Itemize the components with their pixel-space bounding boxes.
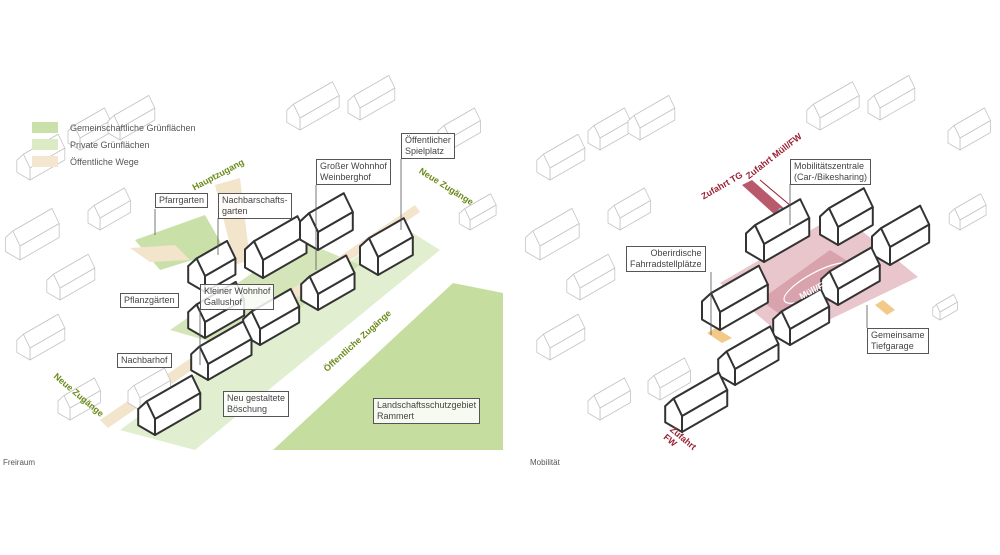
context-building bbox=[46, 253, 96, 301]
context-building bbox=[536, 313, 586, 361]
new-building bbox=[359, 217, 414, 276]
bike-parking bbox=[875, 300, 895, 315]
legend-swatch bbox=[32, 156, 58, 167]
context-building bbox=[566, 253, 616, 301]
new-building bbox=[772, 288, 831, 346]
legend-swatch bbox=[32, 122, 58, 133]
context-building bbox=[67, 107, 111, 151]
caption-mobilitaet: Mobilität bbox=[530, 458, 560, 467]
new-building bbox=[871, 204, 931, 266]
label-pfarrgarten: Pfarrgarten bbox=[155, 193, 209, 208]
context-building bbox=[347, 75, 396, 121]
new-building bbox=[701, 264, 769, 331]
label-nachbarschaftsgarten: Nachbarschafts-garten bbox=[218, 193, 292, 219]
label-nachbarhof: Nachbarhof bbox=[117, 353, 172, 368]
context-building bbox=[647, 357, 691, 401]
context-building bbox=[587, 107, 631, 151]
context-building bbox=[5, 208, 60, 261]
new-building bbox=[244, 215, 308, 279]
context-building bbox=[458, 193, 497, 231]
context-building bbox=[932, 294, 958, 321]
context-building bbox=[87, 187, 131, 231]
new-building bbox=[187, 240, 237, 293]
legend-item: Gemeinschaftliche Grünflächen bbox=[32, 122, 196, 133]
caption-freiraum: Freiraum bbox=[3, 458, 36, 467]
new-building bbox=[299, 192, 354, 251]
new-building bbox=[300, 254, 356, 311]
new-building bbox=[190, 320, 253, 381]
new-building bbox=[745, 198, 811, 263]
legend-item: Öffentliche Wege bbox=[32, 156, 139, 167]
context-building bbox=[806, 81, 860, 131]
context-building bbox=[947, 107, 991, 151]
context-building bbox=[107, 95, 156, 141]
context-building bbox=[627, 95, 676, 141]
bike-parking bbox=[707, 328, 732, 343]
new-building bbox=[664, 371, 729, 433]
new-building bbox=[819, 187, 874, 246]
context-building bbox=[16, 313, 66, 361]
new-building bbox=[137, 374, 202, 436]
context-building bbox=[536, 133, 586, 181]
context-building bbox=[607, 187, 651, 231]
context-building bbox=[57, 377, 101, 421]
legend-item: Private Grünflächen bbox=[32, 139, 150, 150]
legend-label: Gemeinschaftliche Grünflächen bbox=[70, 122, 196, 133]
context-building bbox=[867, 75, 916, 121]
legend-label: Öffentliche Wege bbox=[70, 156, 139, 167]
context-building bbox=[525, 208, 580, 261]
context-building bbox=[286, 81, 340, 131]
label-pflanzgaerten: Pflanzgärten bbox=[120, 293, 179, 308]
legend-swatch bbox=[32, 139, 58, 150]
context-building bbox=[127, 367, 171, 411]
leader-lines bbox=[154, 159, 868, 365]
context-building bbox=[948, 193, 987, 231]
legend-label: Private Grünflächen bbox=[70, 139, 150, 150]
label-mobilitaetszentrale: Mobilitätszentrale(Car-/Bikesharing) bbox=[790, 159, 872, 185]
public-path-west bbox=[130, 245, 190, 262]
context-building bbox=[587, 377, 631, 421]
